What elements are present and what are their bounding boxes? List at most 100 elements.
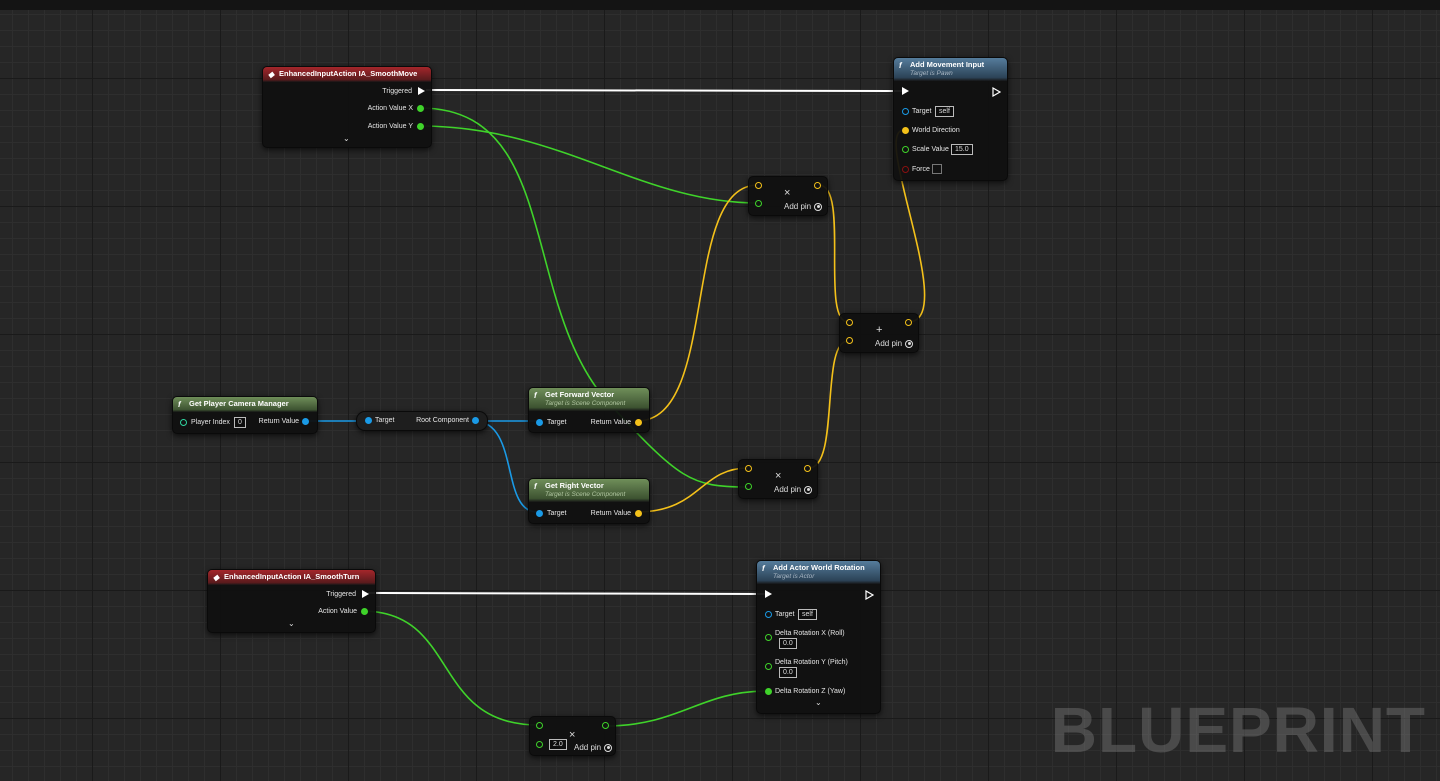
add-circle-icon — [804, 485, 813, 494]
add-pin-button[interactable]: Add pin — [574, 743, 613, 752]
add-pin-button[interactable]: Add pin — [774, 485, 813, 494]
pin-label-player-index: Player Index — [191, 419, 230, 426]
float-pin-icon[interactable] — [902, 146, 909, 153]
math-node-multiply-bottom[interactable]: 2.0 × Add pin — [529, 716, 616, 756]
delta-roll-field[interactable]: 0.0 — [779, 638, 797, 649]
event-node-ia-smooth-turn[interactable]: ◆EnhancedInputAction IA_SmoothTurn Trigg… — [207, 569, 376, 633]
add-circle-icon — [814, 202, 823, 211]
bool-pin-icon[interactable] — [902, 166, 909, 173]
vector-pin-icon[interactable] — [846, 337, 853, 344]
chevron-down-icon[interactable]: ⌄ — [288, 619, 295, 628]
float-pin-icon[interactable] — [417, 123, 424, 130]
float-pin-icon[interactable] — [745, 483, 752, 490]
scale-value-field[interactable]: 15.0 — [951, 144, 973, 155]
float-pin-icon[interactable] — [361, 608, 368, 615]
pin-label-delta-yaw: Delta Rotation Z (Yaw) — [775, 688, 846, 695]
exec-out-pin-icon[interactable] — [865, 590, 874, 600]
exec-out-pin-icon[interactable] — [418, 87, 425, 95]
object-pin-icon[interactable] — [302, 418, 309, 425]
pin-label-action-value-x: Action Value X — [367, 105, 413, 112]
target-value-field[interactable]: self — [935, 106, 954, 117]
float-pin-icon[interactable] — [755, 200, 762, 207]
pin-label-root-component: Root Component — [416, 417, 469, 424]
force-checkbox[interactable] — [932, 164, 942, 174]
pin-label-target: Target — [375, 417, 395, 424]
exec-in-pin-icon[interactable] — [765, 590, 772, 598]
float-pin-icon[interactable] — [417, 105, 424, 112]
node-subtitle: Target is Pawn — [910, 70, 953, 77]
math-node-add[interactable]: + Add pin — [839, 313, 919, 353]
pin-label-action-value-y: Action Value Y — [367, 123, 413, 130]
float-pin-icon[interactable] — [765, 634, 772, 641]
add-pin-label: Add pin — [574, 743, 602, 752]
pin-label-action-value: Action Value — [318, 608, 357, 615]
multiply-operator-icon: × — [784, 187, 791, 199]
vector-pin-icon[interactable] — [635, 419, 642, 426]
vector-pin-icon[interactable] — [846, 319, 853, 326]
node-title: Add Movement Input — [910, 60, 985, 69]
vector-pin-icon[interactable] — [635, 510, 642, 517]
vector-out-pin-icon[interactable] — [804, 465, 811, 472]
float-pin-icon[interactable] — [765, 688, 772, 695]
chevron-down-icon[interactable]: ⌄ — [815, 698, 822, 707]
function-icon: f — [762, 564, 765, 573]
float-pin-icon[interactable] — [765, 663, 772, 670]
pin-label-scale-value: Scale Value — [912, 146, 949, 153]
multiplier-value-field[interactable]: 2.0 — [549, 739, 567, 750]
object-pin-icon[interactable] — [365, 417, 372, 424]
object-pin-icon[interactable] — [536, 510, 543, 517]
variable-node-root-component[interactable]: Target Root Component — [356, 411, 488, 431]
target-value-field[interactable]: self — [798, 609, 817, 620]
int-pin-icon[interactable] — [180, 419, 187, 426]
node-subtitle: Target is Actor — [773, 573, 815, 580]
exec-out-pin-icon[interactable] — [362, 590, 369, 598]
pin-label-force: Force — [912, 166, 930, 173]
vector-out-pin-icon[interactable] — [814, 182, 821, 189]
vector-out-pin-icon[interactable] — [905, 319, 912, 326]
add-operator-icon: + — [876, 324, 883, 336]
chevron-down-icon[interactable]: ⌄ — [343, 134, 350, 143]
add-pin-button[interactable]: Add pin — [875, 339, 914, 348]
object-pin-icon[interactable] — [536, 419, 543, 426]
add-pin-button[interactable]: Add pin — [784, 202, 823, 211]
add-circle-icon — [905, 339, 914, 348]
float-pin-icon[interactable] — [536, 722, 543, 729]
node-title: Get Forward Vector — [545, 390, 615, 399]
node-title: Get Right Vector — [545, 481, 604, 490]
top-edge-bar — [0, 0, 1440, 10]
object-pin-icon[interactable] — [902, 108, 909, 115]
pin-label-return-value: Return Value — [590, 510, 631, 517]
math-node-multiply-top[interactable]: × Add pin — [748, 176, 828, 216]
vector-pin-icon[interactable] — [755, 182, 762, 189]
pin-label-target: Target — [547, 419, 567, 426]
object-pin-icon[interactable] — [765, 611, 772, 618]
pin-label-world-direction: World Direction — [912, 127, 960, 134]
node-title: Add Actor World Rotation — [773, 563, 865, 572]
event-node-ia-smooth-move[interactable]: ◆EnhancedInputAction IA_SmoothMove Trigg… — [262, 66, 432, 148]
add-circle-icon — [604, 743, 613, 752]
object-out-pin-icon[interactable] — [472, 417, 479, 424]
event-diamond-icon: ◆ — [268, 70, 275, 79]
float-pin-icon[interactable] — [536, 741, 543, 748]
node-title: EnhancedInputAction IA_SmoothMove — [279, 69, 418, 78]
vector-pin-icon[interactable] — [745, 465, 752, 472]
player-index-field[interactable]: 0 — [234, 417, 246, 428]
add-pin-label: Add pin — [875, 339, 903, 348]
exec-out-pin-icon[interactable] — [992, 87, 1001, 97]
float-out-pin-icon[interactable] — [602, 722, 609, 729]
exec-in-pin-icon[interactable] — [902, 87, 909, 95]
delta-pitch-field[interactable]: 0.0 — [779, 667, 797, 678]
math-node-multiply-mid[interactable]: × Add pin — [738, 459, 818, 499]
function-icon: f — [534, 482, 537, 491]
vector-pin-icon[interactable] — [902, 127, 909, 134]
pin-label-delta-roll: Delta Rotation X (Roll) — [775, 630, 845, 637]
